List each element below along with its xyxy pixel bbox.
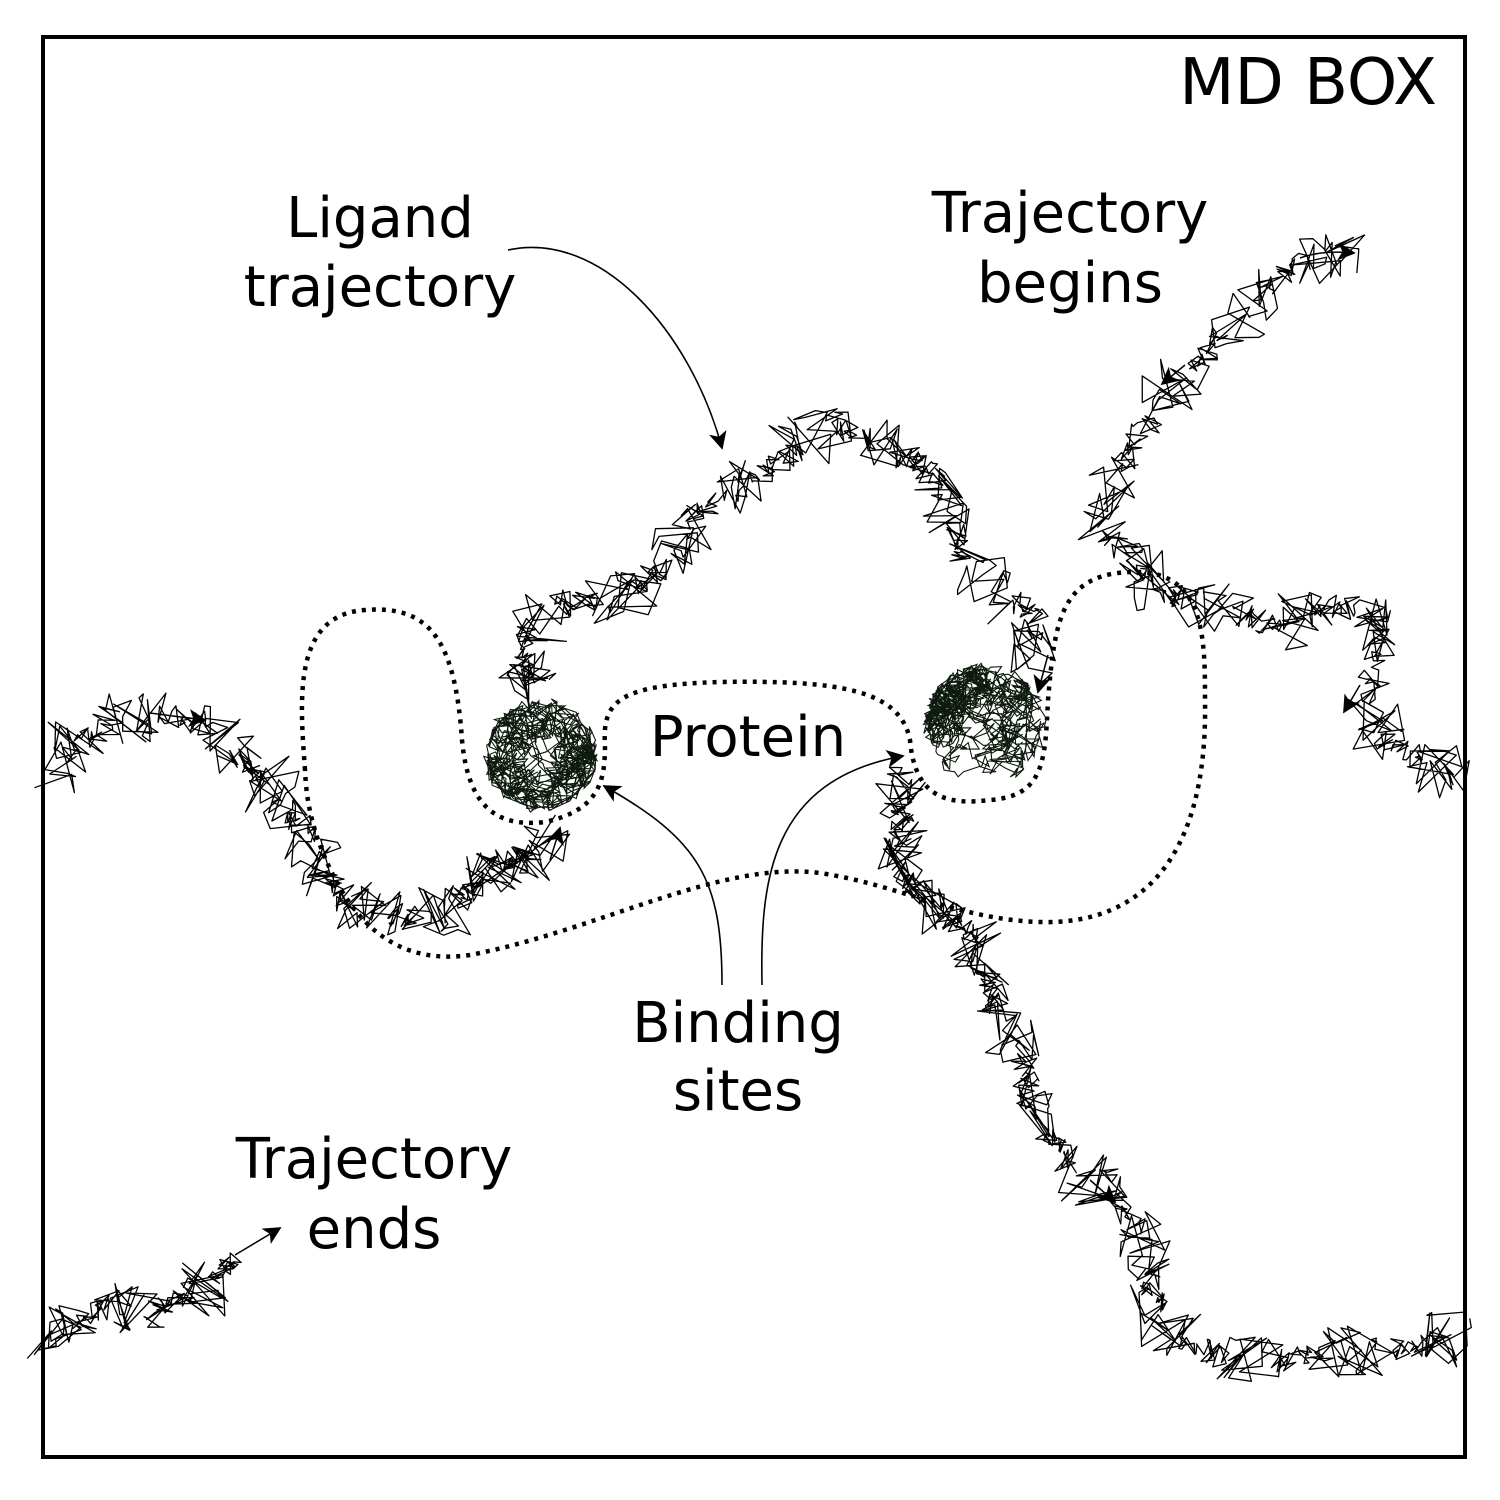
trajectory-segment [1151,581,1470,799]
protein-label: Protein [650,705,846,770]
direction-arrow-lower-right [1089,1179,1117,1204]
trajectory-direction-arrows [149,242,1361,1256]
direction-arrow-upper-right [1160,364,1186,386]
direction-arrow-right [1343,684,1361,714]
md-box-frame [41,35,1467,1459]
direction-arrow-end [234,1227,282,1256]
binding-site-arrow-left [602,785,723,986]
ligand-trajectory-label-line1: Ligand [286,186,474,251]
direction-arrow-inner-right [1033,654,1051,694]
ligand-trajectory-path [26,234,1472,1382]
ligand-trajectory-arrow [507,246,727,450]
binding-sites-label-line2: sites [673,1059,803,1124]
binding-site-cluster [922,662,1047,779]
direction-arrow-start [1299,242,1356,261]
direction-arrow-left [149,709,207,727]
ligand-trajectory-label-line2: trajectory [244,255,516,320]
trajectory-begins-label-line2: begins [977,251,1163,316]
trajectory-ends-label-line1: Trajectory [235,1127,513,1192]
trajectory-ends-label-line2: ends [307,1197,442,1262]
trajectory-begins-label-line1: Trajectory [931,181,1209,246]
trajectory-segment [26,1252,242,1359]
binding-site-clusters [482,662,1047,813]
md-box-title: MD BOX [1179,46,1437,120]
trajectory-segment [1077,234,1366,612]
trajectory-segment [498,408,1056,720]
protein-outline [299,569,1208,959]
direction-arrow-inner-left [546,826,564,861]
binding-site-cluster [482,698,599,813]
trajectory-segment [34,692,571,936]
trajectory-segment [875,766,1472,1382]
binding-site-arrow-right [761,750,905,986]
binding-sites-label-line1: Binding [632,991,844,1056]
